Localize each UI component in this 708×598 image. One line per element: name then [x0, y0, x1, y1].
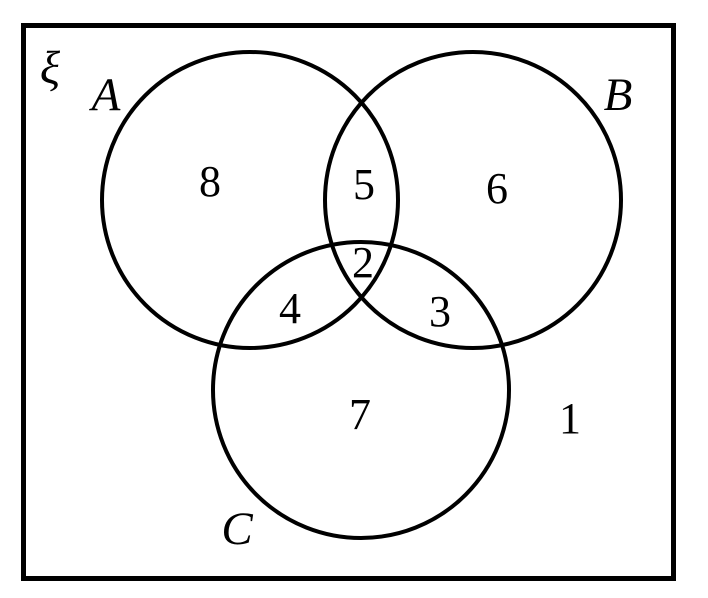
set-c-label: C [221, 503, 253, 555]
region-a-only-value: 8 [199, 157, 221, 206]
universe-rect [21, 23, 676, 581]
set-c-circle [211, 240, 511, 540]
set-b-label: B [604, 69, 633, 121]
set-b-circle [323, 50, 623, 350]
region-b-and-c-value: 3 [429, 287, 451, 336]
region-a-and-b-value: 5 [353, 160, 375, 209]
region-outside-value: 1 [559, 394, 581, 443]
universe-label: ξ [40, 42, 61, 94]
region-a-and-c-value: 4 [279, 284, 301, 333]
region-a-b-c-value: 2 [352, 238, 374, 287]
region-b-only-value: 6 [486, 164, 508, 213]
set-a-circle [100, 50, 400, 350]
set-a-label: A [89, 69, 121, 121]
region-c-only-value: 7 [349, 390, 371, 439]
